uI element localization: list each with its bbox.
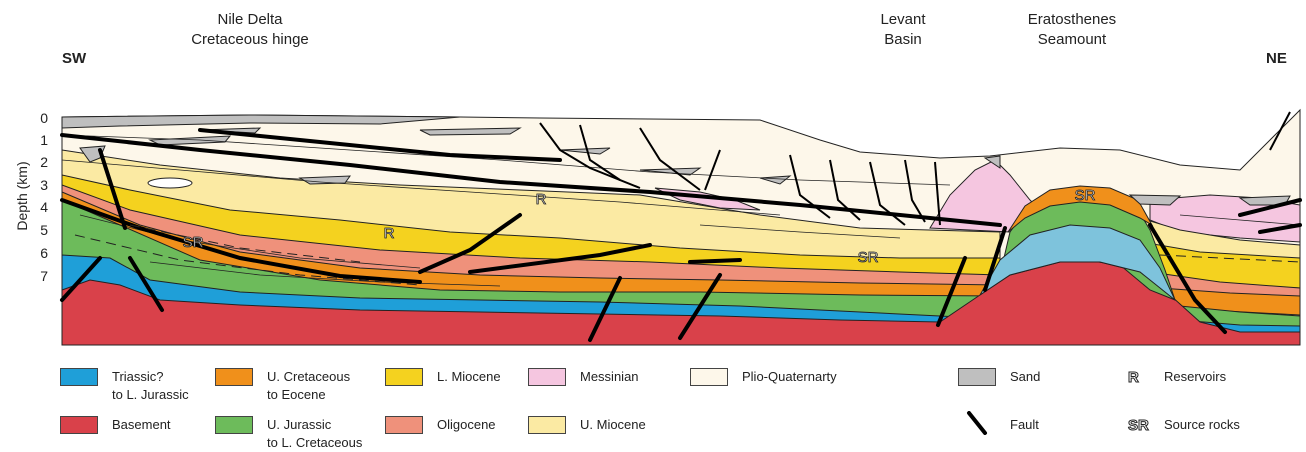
legend-source-rocks: SR Source rocks [1128, 416, 1240, 434]
r-label-1: R [384, 225, 395, 242]
reservoir-symbol-icon: R [1128, 368, 1150, 386]
r-label-2: R [536, 191, 547, 208]
legend-swatch-u-miocene [528, 416, 566, 434]
legend-label-plio: Plio-Quaternarty [742, 368, 837, 386]
legend-swatch-sand [958, 368, 996, 386]
legend-swatch-l-miocene [385, 368, 423, 386]
legend-u-miocene: U. Miocene [528, 416, 646, 434]
legend-label-l-miocene: L. Miocene [437, 368, 501, 386]
legend-label-sand: Sand [1010, 368, 1040, 386]
legend-label-reservoirs: Reservoirs [1164, 368, 1226, 386]
legend-swatch-oligocene [385, 416, 423, 434]
legend-swatch-u-jurassic [215, 416, 253, 434]
legend-swatch-triassic [60, 368, 98, 386]
legend-swatch-plio [690, 368, 728, 386]
legend-triassic: Triassic? to L. Jurassic [60, 368, 189, 404]
legend-sand: Sand [958, 368, 1040, 386]
legend-oligocene: Oligocene [385, 416, 496, 434]
legend-l-miocene: L. Miocene [385, 368, 501, 386]
sr-label-2: SR [858, 249, 879, 266]
legend-label-oligocene: Oligocene [437, 416, 496, 434]
legend-u-jurassic: U. Jurassic to L. Cretaceous [215, 416, 362, 452]
legend-label-fault: Fault [1010, 416, 1039, 434]
legend-reservoirs: R Reservoirs [1128, 368, 1226, 386]
sr-label-1: SR [183, 234, 204, 251]
sand-lens-3 [300, 176, 350, 184]
legend-plio: Plio-Quaternarty [690, 368, 837, 386]
legend-label-u-miocene: U. Miocene [580, 416, 646, 434]
legend-label-messinian: Messinian [580, 368, 639, 386]
legend-label-u-cretaceous: U. Cretaceous to Eocene [267, 368, 350, 404]
sr-label-3: SR [1075, 187, 1096, 204]
legend-messinian: Messinian [528, 368, 639, 386]
salt-pillow [148, 178, 192, 188]
legend-fault: Fault [958, 414, 1039, 434]
fault-symbol-icon [958, 414, 996, 432]
legend-label-u-jurassic: U. Jurassic to L. Cretaceous [267, 416, 362, 452]
legend-u-cretaceous: U. Cretaceous to Eocene [215, 368, 350, 404]
legend-swatch-messinian [528, 368, 566, 386]
legend-label-source-rocks: Source rocks [1164, 416, 1240, 434]
legend-label-basement: Basement [112, 416, 171, 434]
legend-swatch-u-cretaceous [215, 368, 253, 386]
fault-13 [690, 260, 740, 262]
legend-basement: Basement [60, 416, 171, 434]
source-rock-symbol-icon: SR [1128, 416, 1150, 434]
legend-swatch-basement [60, 416, 98, 434]
legend-label-triassic: Triassic? to L. Jurassic [112, 368, 189, 404]
